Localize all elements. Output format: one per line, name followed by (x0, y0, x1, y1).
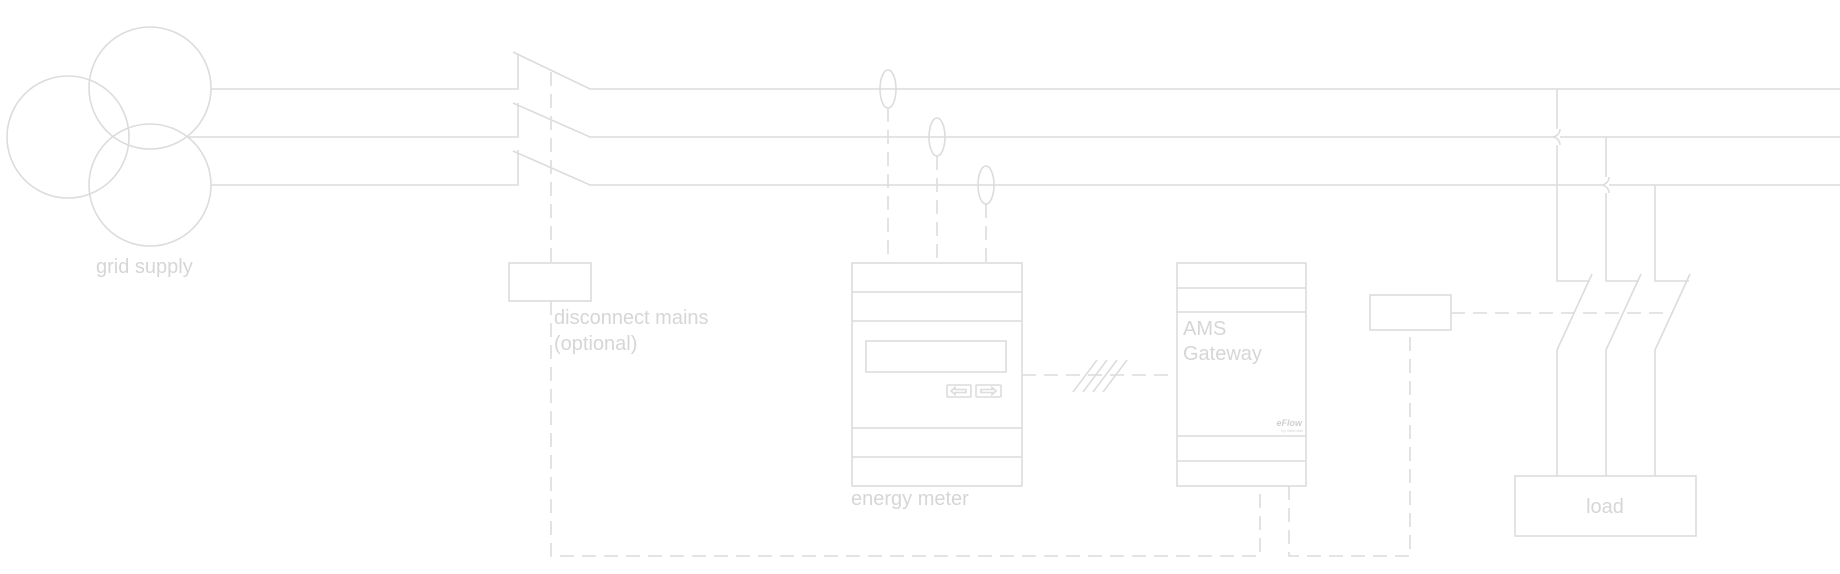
grid-supply-label: grid supply (96, 256, 193, 278)
ams-gateway (1176, 262, 1307, 487)
disconnect-label-line1: disconnect mains (554, 307, 709, 329)
load-box (1514, 475, 1697, 537)
gateway-label-line1: AMS (1183, 318, 1226, 340)
brand-tagline: by Vattenfall (1281, 428, 1303, 433)
load-contactor (1369, 89, 1691, 476)
energy-meter (851, 262, 1023, 487)
arrow-left-icon (946, 384, 972, 398)
load-label: load (1586, 496, 1624, 518)
current-transformers (879, 69, 995, 263)
disconnect-relay (508, 72, 592, 302)
arrow-right-icon (975, 384, 1002, 398)
main-bus-lines (188, 51, 1840, 194)
meter-gateway-link (1022, 359, 1177, 393)
energy-meter-label: energy meter (851, 488, 969, 510)
gateway-label-line2: Gateway (1183, 343, 1262, 365)
meter-display (865, 340, 1007, 373)
brand-logo: eFlow (1276, 418, 1303, 428)
disconnect-label-line2: (optional) (554, 333, 637, 355)
transformer-symbol (6, 26, 212, 247)
control-wiring (550, 301, 1411, 557)
